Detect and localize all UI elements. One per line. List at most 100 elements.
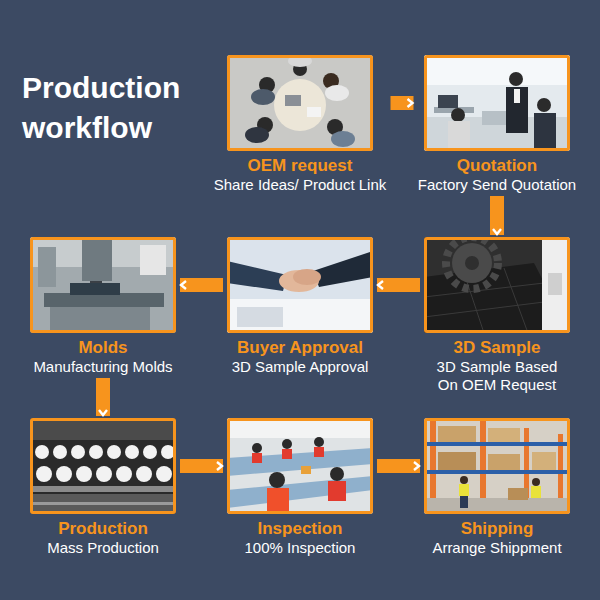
photo-detail bbox=[53, 445, 67, 459]
photo-detail bbox=[325, 85, 349, 101]
photo-detail bbox=[251, 89, 275, 105]
photo-detail bbox=[76, 466, 92, 482]
photo-detail bbox=[70, 283, 120, 295]
photo-detail bbox=[532, 478, 540, 486]
photo-frame bbox=[227, 237, 373, 333]
photo-detail bbox=[424, 418, 570, 514]
photo-detail bbox=[438, 426, 476, 442]
step-title: OEM request bbox=[248, 156, 353, 176]
photo-detail bbox=[89, 445, 103, 459]
photo-detail bbox=[446, 237, 498, 289]
photo-detail bbox=[424, 418, 570, 514]
photo-detail bbox=[107, 445, 121, 459]
photo-detail bbox=[307, 107, 321, 117]
photo-detail bbox=[96, 466, 112, 482]
photo-detail bbox=[314, 437, 324, 447]
step-title: Molds bbox=[78, 338, 127, 358]
photo-frame bbox=[30, 237, 176, 333]
photo-detail bbox=[71, 445, 85, 459]
photo-detail bbox=[227, 55, 373, 151]
process-step: MoldsManufacturing Molds bbox=[28, 237, 178, 376]
step-description: Factory Send Quotation bbox=[418, 176, 576, 194]
step-title: Inspection bbox=[257, 519, 342, 539]
process-step: 3D Sample3D Sample Based On OEM Request bbox=[422, 237, 572, 394]
photo-detail bbox=[38, 247, 56, 287]
photo-detail bbox=[438, 95, 458, 108]
photo-detail bbox=[465, 256, 479, 270]
photo-frame bbox=[424, 237, 570, 333]
photo-detail bbox=[252, 443, 262, 453]
flow-connector bbox=[96, 378, 110, 416]
photo-detail bbox=[532, 452, 556, 470]
photo-detail bbox=[301, 466, 311, 474]
flow-connector bbox=[377, 459, 420, 473]
photo-detail bbox=[331, 131, 355, 147]
photo-detail bbox=[136, 466, 152, 482]
photo-detail bbox=[424, 55, 570, 151]
photo-detail bbox=[430, 418, 436, 498]
photo-detail bbox=[140, 245, 166, 275]
photo-detail bbox=[514, 89, 520, 103]
photo-detail bbox=[30, 494, 176, 514]
step-description: Manufacturing Molds bbox=[33, 358, 172, 376]
machine-photo bbox=[30, 237, 176, 333]
office-photo bbox=[424, 55, 570, 151]
step-description: Mass Production bbox=[47, 539, 159, 557]
photo-frame bbox=[227, 418, 373, 514]
photo-detail bbox=[267, 488, 289, 514]
photo-detail bbox=[524, 428, 529, 498]
process-step: ProductionMass Production bbox=[28, 418, 178, 557]
photo-detail bbox=[313, 251, 373, 287]
photo-detail bbox=[143, 445, 157, 459]
warehouse-photo bbox=[424, 418, 570, 514]
photo-detail bbox=[30, 237, 176, 333]
photo-detail bbox=[227, 448, 373, 476]
photo-frame bbox=[424, 55, 570, 151]
photo-detail bbox=[424, 301, 552, 317]
step-title: Buyer Approval bbox=[237, 338, 363, 358]
photo-detail bbox=[424, 442, 570, 446]
photo-detail bbox=[488, 428, 520, 442]
photo-detail bbox=[237, 307, 283, 327]
photo-detail bbox=[424, 237, 570, 333]
photo-detail bbox=[282, 449, 292, 459]
photo-detail bbox=[459, 484, 469, 496]
photo-detail bbox=[125, 445, 139, 459]
printer-photo bbox=[424, 237, 570, 333]
photo-detail bbox=[285, 95, 301, 106]
flow-connector bbox=[180, 459, 223, 473]
photo-detail bbox=[227, 418, 373, 514]
photo-detail bbox=[30, 418, 176, 440]
photo-detail bbox=[314, 447, 324, 457]
process-step: ShippingArrange Shippment bbox=[422, 418, 572, 557]
process-step: QuotationFactory Send Quotation bbox=[416, 55, 579, 194]
photo-detail bbox=[460, 496, 468, 508]
photo-detail bbox=[82, 237, 112, 281]
flow-connector bbox=[180, 278, 223, 292]
photo-detail bbox=[480, 418, 486, 498]
step-description: 3D Sample Approval bbox=[232, 358, 369, 376]
photo-detail bbox=[227, 261, 287, 291]
photo-detail bbox=[56, 466, 72, 482]
flow-connector bbox=[490, 196, 504, 235]
photo-detail bbox=[509, 72, 523, 86]
photo-detail bbox=[30, 418, 176, 514]
photo-detail bbox=[537, 98, 551, 112]
photo-detail bbox=[227, 476, 373, 508]
photo-detail bbox=[35, 445, 175, 482]
photo-detail bbox=[424, 237, 570, 333]
handshake-photo bbox=[227, 237, 373, 333]
photo-detail bbox=[548, 273, 562, 295]
photo-detail bbox=[227, 237, 373, 333]
photo-detail bbox=[506, 87, 528, 133]
step-title: Shipping bbox=[461, 519, 534, 539]
photo-detail bbox=[448, 121, 470, 151]
photo-detail bbox=[424, 470, 570, 474]
photo-frame bbox=[227, 55, 373, 151]
photo-detail bbox=[274, 79, 326, 131]
photo-detail bbox=[252, 453, 262, 463]
photo-detail bbox=[293, 269, 321, 285]
step-description: Share Ideas/ Product Link bbox=[214, 176, 387, 194]
process-step: Inspection100% Inspection bbox=[225, 418, 375, 557]
photo-detail bbox=[438, 452, 476, 470]
